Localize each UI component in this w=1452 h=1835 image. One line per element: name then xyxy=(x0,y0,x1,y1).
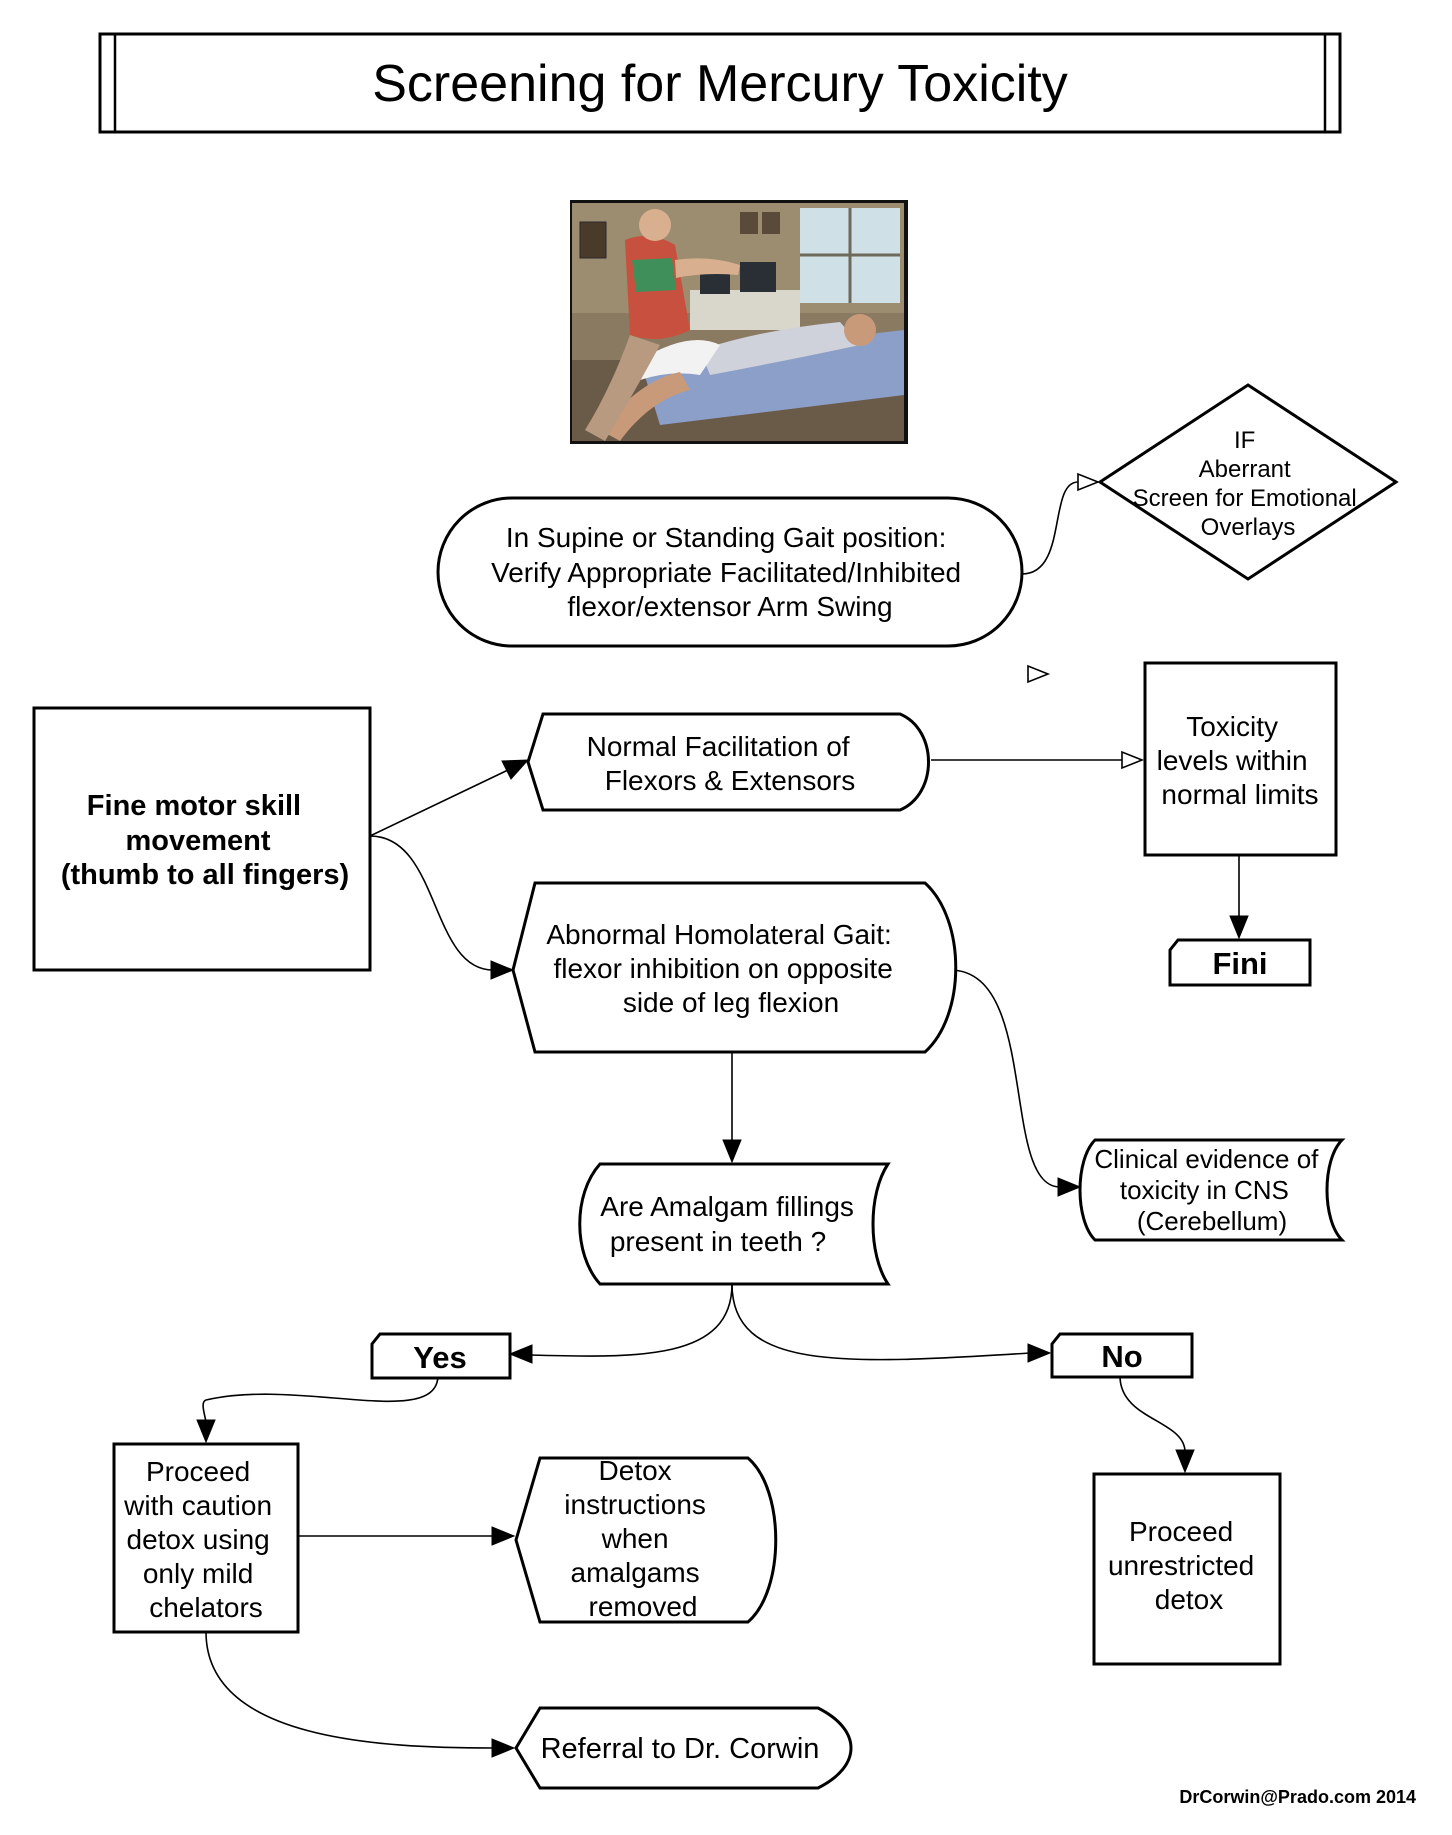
node-fine-motor-skill: Fine motor skill movement (thumb to all … xyxy=(32,706,372,972)
node-text: toxicity in CNS xyxy=(1120,1175,1289,1205)
node-text: Yes xyxy=(413,1340,466,1375)
arrowhead xyxy=(1175,1449,1195,1474)
svg-text:In Supine or Standing Gait pos: In Supine or Standing Gait position: Ver… xyxy=(491,522,969,622)
node-text: Referral to Dr. Corwin xyxy=(541,1733,820,1765)
node-referral-dr-corwin: Referral to Dr. Corwin xyxy=(514,1706,853,1790)
connector-caution-to-referral xyxy=(205,1631,495,1749)
arrowhead xyxy=(491,1526,516,1546)
svg-text:Detox instructions: Detox instructions when amalgams removed xyxy=(564,1455,713,1622)
node-text: (Cerebellum) xyxy=(1137,1206,1287,1236)
connector-no-to-unrestricted xyxy=(1119,1375,1186,1453)
node-text: Clinical evidence of xyxy=(1094,1144,1319,1174)
node-text: present in teeth ? xyxy=(610,1226,826,1257)
title-banner: Screening for Mercury Toxicity xyxy=(98,32,1342,134)
node-text: Proceed xyxy=(1129,1516,1233,1547)
node-text: IF xyxy=(1234,427,1255,454)
node-text: Overlays xyxy=(1201,514,1296,541)
arrowhead-open xyxy=(1121,750,1145,770)
footer-credit: DrCorwin@Prado.com 2014 xyxy=(1179,1787,1416,1807)
node-detox-instructions: Detox instructions when amalgams removed xyxy=(514,1455,778,1624)
connector-amalgam-to-no xyxy=(731,1283,1031,1361)
node-abnormal-homolateral-gait: Abnormal Homolateral Gait: flexor inhibi… xyxy=(511,881,958,1054)
connector-yes-to-caution xyxy=(202,1374,439,1423)
arrowhead xyxy=(508,1344,533,1364)
node-supine-gait-check: In Supine or Standing Gait position: Ver… xyxy=(436,496,1024,648)
node-text: Abnormal Homolateral Gait: xyxy=(546,919,891,950)
node-proceed-with-caution: Proceed with caution detox using only mi… xyxy=(112,1442,300,1634)
node-text: (thumb to all fingers) xyxy=(61,859,349,891)
node-text: Normal Facilitation of xyxy=(587,731,850,762)
svg-text:IF Aberrant Screen: IF Aberrant Screen for Emotional Overlay… xyxy=(1133,427,1364,541)
node-yes-answer: Yes xyxy=(370,1332,512,1380)
node-text: detox using xyxy=(127,1524,270,1555)
connector-fine-to-abnormal xyxy=(369,835,494,971)
node-text: amalgams xyxy=(571,1557,700,1588)
node-text: Screen for Emotional xyxy=(1133,485,1357,512)
node-text: with caution xyxy=(123,1490,272,1521)
node-text: chelators xyxy=(149,1592,263,1623)
arrowhead xyxy=(491,1738,516,1758)
node-amalgam-fillings-question: Are Amalgam fillings present in teeth ? xyxy=(578,1162,891,1286)
node-clinical-evidence: Clinical evidence of toxicity in CNS (Ce… xyxy=(1078,1138,1346,1242)
node-text: Detox xyxy=(599,1455,672,1486)
node-text: flexor/extensor Arm Swing xyxy=(567,591,892,622)
node-text: only mild xyxy=(143,1558,253,1589)
svg-text:Clinical evidence of tox: Clinical evidence of toxicity in CNS (Ce… xyxy=(1094,1144,1325,1236)
node-text: movement xyxy=(125,825,270,857)
node-text: Toxicity xyxy=(1186,711,1278,742)
arrowhead xyxy=(722,1139,742,1164)
arrowhead xyxy=(1057,1177,1082,1197)
connector-supine-to-emotional xyxy=(1021,481,1079,575)
node-text: unrestricted xyxy=(1108,1550,1254,1581)
node-text: Are Amalgam fillings xyxy=(600,1191,854,1222)
node-text: when xyxy=(601,1523,669,1554)
arrowhead xyxy=(1229,915,1249,940)
svg-text:Abnormal Homolateral Gait:: Abnormal Homolateral Gait: flexor inhibi… xyxy=(546,919,900,1018)
node-text: instructions xyxy=(564,1489,706,1520)
svg-text:Proceed unrestricted: Proceed unrestricted detox xyxy=(1108,1516,1262,1615)
svg-text:Are Amalgam fillings pre: Are Amalgam fillings present in teeth ? xyxy=(600,1191,861,1257)
svg-text:Fine motor skill movemen: Fine motor skill movement (thumb to all … xyxy=(61,790,349,891)
connectors xyxy=(196,472,1249,1758)
arrowhead xyxy=(1027,1343,1052,1363)
svg-text:Normal Facilitation of F: Normal Facilitation of Flexors & Extenso… xyxy=(587,731,858,796)
connector-amalgam-to-yes xyxy=(529,1283,733,1357)
node-no-answer: No xyxy=(1050,1332,1194,1379)
arrowhead xyxy=(490,960,515,980)
node-text: side of leg flexion xyxy=(623,987,839,1018)
node-text: removed xyxy=(589,1591,698,1622)
node-normal-facilitation: Normal Facilitation of Flexors & Extenso… xyxy=(526,712,930,812)
node-text: Fini xyxy=(1212,946,1267,981)
node-text: Proceed xyxy=(146,1456,250,1487)
node-text: normal limits xyxy=(1161,779,1318,810)
svg-text:Toxicity levels within: Toxicity levels within normal limits xyxy=(1157,711,1319,810)
node-fini: Fini xyxy=(1168,938,1312,987)
connector-abnormal-to-clinical xyxy=(949,969,1061,1188)
node-text: No xyxy=(1101,1339,1142,1374)
node-text: In Supine or Standing Gait position: xyxy=(506,522,947,553)
node-text: levels within xyxy=(1157,745,1308,776)
node-text: Flexors & Extensors xyxy=(605,765,856,796)
node-text: Verify Appropriate Facilitated/Inhibited xyxy=(491,557,961,588)
arrowhead xyxy=(196,1419,216,1444)
arrowhead-open xyxy=(1077,472,1101,492)
page-title: Screening for Mercury Toxicity xyxy=(372,55,1068,113)
node-emotional-overlays-decision: IF Aberrant Screen for Emotional Overlay… xyxy=(1097,383,1399,581)
arrowhead xyxy=(501,759,530,780)
node-text: flexor inhibition on opposite xyxy=(553,953,892,984)
node-text: Fine motor skill xyxy=(87,790,301,822)
node-toxicity-normal-limits: Toxicity levels within normal limits xyxy=(1143,661,1338,857)
node-text: detox xyxy=(1155,1584,1224,1615)
stray-arrow-marker xyxy=(1027,664,1051,684)
node-text: Aberrant xyxy=(1199,456,1291,483)
node-proceed-unrestricted: Proceed unrestricted detox xyxy=(1092,1472,1282,1666)
svg-text:Proceed with caution: Proceed with caution detox using only mi… xyxy=(123,1456,280,1623)
connector-fine-to-normal xyxy=(369,769,509,837)
exam-photo xyxy=(570,200,908,444)
